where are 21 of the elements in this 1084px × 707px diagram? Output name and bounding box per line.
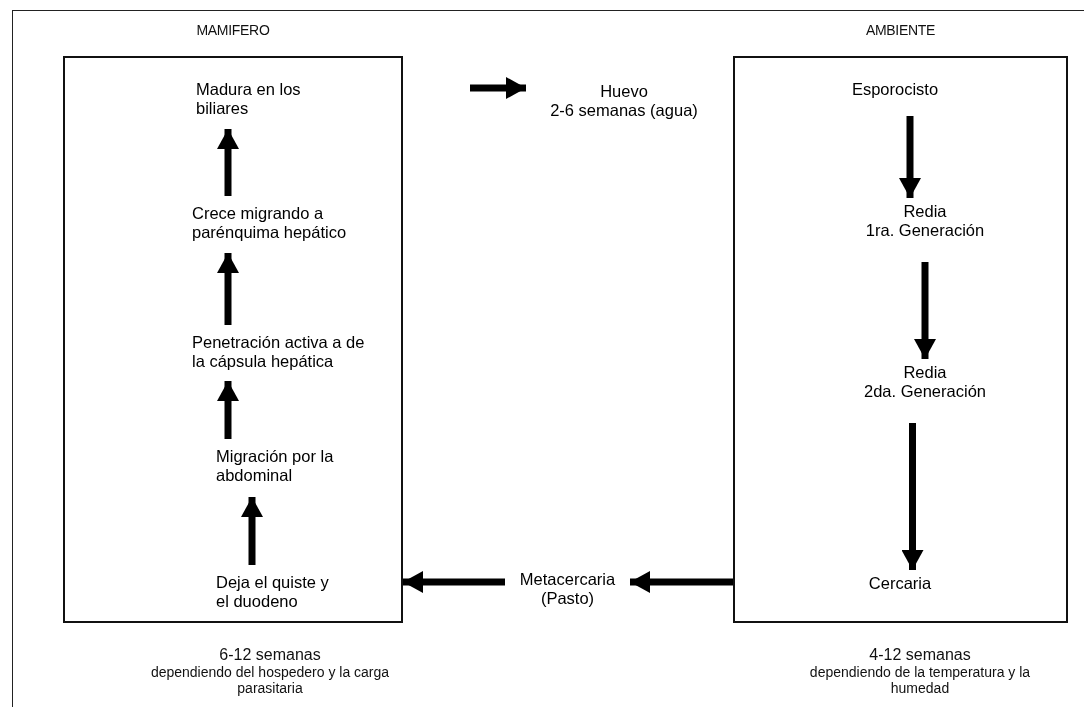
stage-label: 1ra. Generación [864,221,986,240]
stage-label: 2da. Generación [863,382,987,401]
stage-label: Metacercaria [518,570,617,589]
section-heading: AMBIENTE [864,22,937,38]
duration-note: dependiendo de la temperatura y la humedad [808,664,1032,696]
duration-note: 6-12 semanas [218,645,322,664]
duration-note: dependiendo del hospedero y la carga parasitaria [150,664,390,696]
stage-label: Crece migrando a parénquima hepático [191,204,348,242]
duration-note: 4-12 semanas [868,645,972,664]
stage-label: Redia [902,202,948,221]
stage-label: Deja el quiste y el duodeno [215,573,330,611]
stage-label: Migración por la abdominal [215,447,335,485]
stage-label: Penetración activa a de la cápsula hepática [191,333,366,371]
stage-label: Cercaria [867,574,933,593]
stage-label: Madura en los biliares [195,80,302,118]
stage-label: Huevo [599,82,649,101]
section-heading: MAMIFERO [195,22,271,38]
stage-label: (Pasto) [539,589,596,608]
stage-label: Redia [902,363,948,382]
stage-label: 2-6 semanas (agua) [549,101,699,120]
stage-label: Esporocisto [850,80,940,99]
